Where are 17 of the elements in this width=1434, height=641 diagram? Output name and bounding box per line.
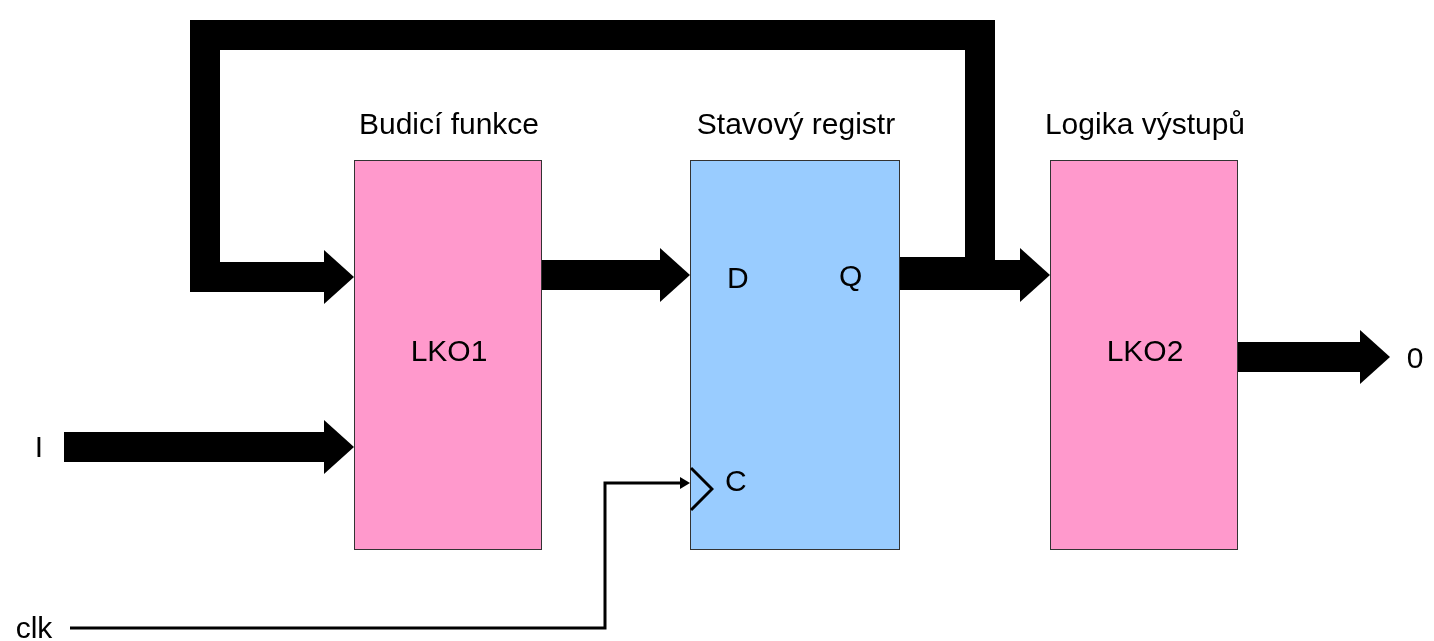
arrow (1238, 330, 1390, 384)
arrow (64, 420, 354, 474)
pin-label: D (727, 263, 749, 293)
pin-label: Q (839, 261, 863, 291)
signal-label: 0 (1398, 338, 1432, 378)
arrow (542, 248, 690, 302)
arrow (70, 477, 690, 630)
pin-label: C (725, 466, 747, 496)
block-title: Logika výstupů (1043, 109, 1247, 139)
signal-label: clk (6, 610, 62, 641)
block-label: LKO1 (409, 336, 489, 366)
arrow (190, 20, 995, 304)
arrow (900, 248, 1050, 302)
signal-label: I (22, 427, 56, 467)
block-title: Budicí funkce (357, 109, 541, 139)
block-label: LKO2 (1105, 336, 1185, 366)
block-title: Stavový registr (695, 109, 897, 139)
